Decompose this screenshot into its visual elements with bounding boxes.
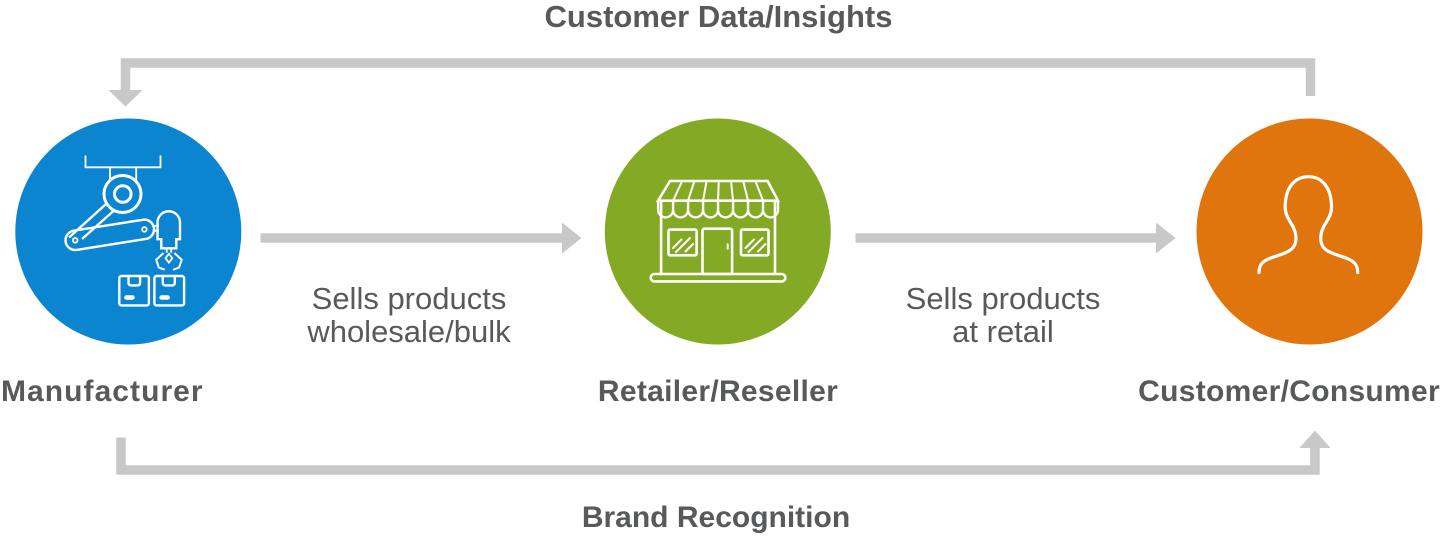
manufacturer-label: Manufacturer [1,375,204,408]
top-feedback-label: Customer Data/Insights [544,0,893,34]
flow-label-wholesale: Sells products wholesale/bulk [249,282,569,348]
right-arrowhead [562,222,582,254]
flow-label-retail: Sells products at retail [843,282,1163,348]
robot-arm-icon [64,155,186,307]
down-arrowhead [108,90,143,107]
manufacturer-circle [15,118,242,345]
storefront-icon [649,179,787,283]
flow-label-retail-line2: at retail [952,314,1054,349]
customer-label: Customer/Consumer [1138,375,1440,408]
flow-label-retail-line1: Sells products [905,281,1101,316]
bottom-feedback-label: Brand Recognition [581,501,851,534]
flow-label-wholesale-line2: wholesale/bulk [307,314,511,349]
flow-label-wholesale-line1: Sells products [311,281,507,316]
retailer-circle [604,118,831,345]
customer-circle [1196,118,1423,345]
flow-arrow-manufacturer-retailer [260,222,582,254]
bottom-feedback-arrow [116,430,1331,475]
top-feedback-arrow [108,58,1316,107]
retailer-label: Retailer/Reseller [597,375,839,408]
right-arrowhead [1156,222,1176,254]
flow-arrow-retailer-customer [855,222,1176,254]
person-icon [1257,175,1360,275]
up-arrowhead [1299,430,1331,448]
